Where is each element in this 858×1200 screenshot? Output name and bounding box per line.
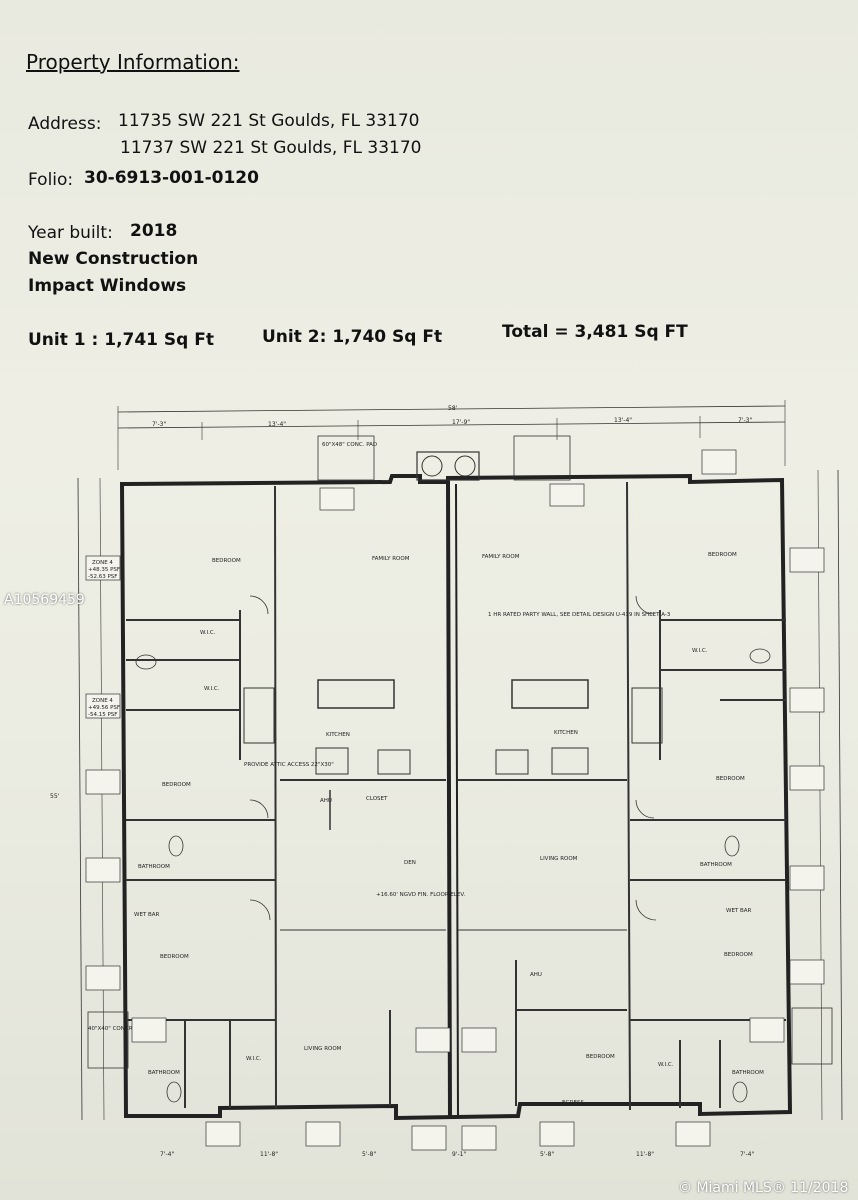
bottom-dim-7: 7'-4" <box>740 1151 754 1158</box>
room-wet-bar-left: WET BAR <box>134 912 160 918</box>
bottom-dim-5: 5'-8" <box>540 1151 554 1158</box>
zone-tag-label-2: ZONE 4 <box>92 698 113 704</box>
concrete-pad-note-left: 40"X40" CONCRETE PAD <box>88 1026 156 1032</box>
room-ahu-left: AHU <box>320 798 332 804</box>
room-wic-5: W.I.C. <box>658 1062 674 1068</box>
room-wic-2: W.I.C. <box>204 686 220 692</box>
room-living-room-left: LIVING ROOM <box>304 1046 342 1052</box>
zone-tag-p2: -52.63 PSF <box>88 574 117 580</box>
room-bedroom-3: BEDROOM <box>162 782 191 788</box>
top-dim-1: 7'-3" <box>152 421 166 428</box>
room-wic-4: W.I.C. <box>246 1056 262 1062</box>
bottom-dim-3: 5'-8" <box>362 1151 376 1158</box>
zone-tag-b1: +49.56 PSF <box>88 705 120 711</box>
party-wall <box>446 483 452 1117</box>
overall-width-label: 58' <box>448 405 458 412</box>
overall-depth-dim-line <box>77 477 83 1121</box>
room-kitchen-right: KITCHEN <box>554 730 578 736</box>
bottom-dim-2: 11'-8" <box>260 1151 278 1158</box>
bottom-dim-6: 11'-8" <box>636 1151 654 1158</box>
bottom-dim-4: 9'-1" <box>452 1151 466 1158</box>
zone-tag-p1: +48.35 PSF <box>88 567 120 573</box>
address-label: Address: <box>28 114 102 134</box>
room-bedroom-6: BEDROOM <box>724 952 753 958</box>
overall-width-dim-line <box>117 405 786 413</box>
top-dim-4: 13'-4" <box>614 417 632 424</box>
bottom-dim-1: 7'-4" <box>160 1151 174 1158</box>
conc-pad-note-left: 60"X48" CONC. PAD <box>322 442 377 448</box>
year-built-label: Year built: <box>28 223 113 243</box>
top-dim-5: 7'-3" <box>738 417 752 424</box>
top-dim-3: 17'-9" <box>452 419 470 426</box>
room-bedroom-4: BEDROOM <box>716 776 745 782</box>
folio-label: Folio: <box>28 170 74 190</box>
room-bedroom-2: BEDROOM <box>708 552 737 558</box>
room-den: DEN <box>404 860 416 866</box>
zone-tag-label: ZONE 4 <box>92 560 113 566</box>
room-bathroom-2: BATHROOM <box>700 862 732 868</box>
room-closet: CLOSET <box>366 796 388 802</box>
room-wet-bar-right: WET BAR <box>726 908 752 914</box>
room-egress-label: EGRESS <box>562 1100 585 1106</box>
room-bedroom-7: BEDROOM <box>586 1054 615 1060</box>
room-wic-3: W.I.C. <box>692 648 708 654</box>
room-bathroom-1: BATHROOM <box>138 864 170 870</box>
address-line-1: 11735 SW 221 St Goulds, FL 33170 <box>118 111 420 131</box>
ac-units <box>416 451 480 481</box>
property-info-section: Property Information: Address: 11735 SW … <box>0 0 858 360</box>
room-living-room-right: LIVING ROOM <box>540 856 578 862</box>
room-bedroom-5: BEDROOM <box>160 954 189 960</box>
listing-id-watermark: A10569459 <box>4 592 85 608</box>
mls-copyright-watermark: © Miami MLS® 11/2018 <box>678 1180 849 1196</box>
room-bedroom-1: BEDROOM <box>212 558 241 564</box>
top-dim-2: 13'-4" <box>268 421 286 428</box>
exterior-wall <box>119 473 793 1121</box>
year-built-value: 2018 <box>130 221 178 241</box>
room-family-room-left: FAMILY ROOM <box>372 556 410 562</box>
room-bathroom-4: BATHROOM <box>732 1070 764 1076</box>
unit-1-sqft: Unit 1 : 1,741 Sq Ft <box>28 330 215 350</box>
feature-impact-windows: Impact Windows <box>28 276 187 296</box>
room-kitchen-left: KITCHEN <box>326 732 350 738</box>
overall-depth-label: 55' <box>50 793 60 800</box>
zone-tags: ZONE 4 +48.35 PSF -52.63 PSF ZONE 4 +49.… <box>85 449 825 1151</box>
party-wall-note: 1 HR RATED PARTY WALL, SEE DETAIL DESIGN… <box>488 612 671 618</box>
property-info-title: Property Information: <box>26 50 240 74</box>
floor-elev-note-left: +16.60' NGVD FIN. FLOOR ELEV. <box>376 892 465 898</box>
folio-value: 30-6913-001-0120 <box>84 168 259 188</box>
room-wic-1: W.I.C. <box>200 630 216 636</box>
room-ahu-right: AHU <box>530 972 542 978</box>
total-sqft: Total = 3,481 Sq FT <box>502 322 688 342</box>
room-family-room-right: FAMILY ROOM <box>482 554 520 560</box>
room-bathroom-3: BATHROOM <box>148 1070 180 1076</box>
feature-new-construction: New Construction <box>28 249 199 269</box>
attic-access-note-left: PROVIDE ATTIC ACCESS 22"X30" <box>244 762 334 768</box>
zone-tag-b2: -54.15 PSF <box>88 712 117 718</box>
address-line-2: 11737 SW 221 St Goulds, FL 33170 <box>120 138 422 158</box>
top-segment-dim-line <box>117 421 786 429</box>
unit-2-sqft: Unit 2: 1,740 Sq Ft <box>262 327 443 347</box>
